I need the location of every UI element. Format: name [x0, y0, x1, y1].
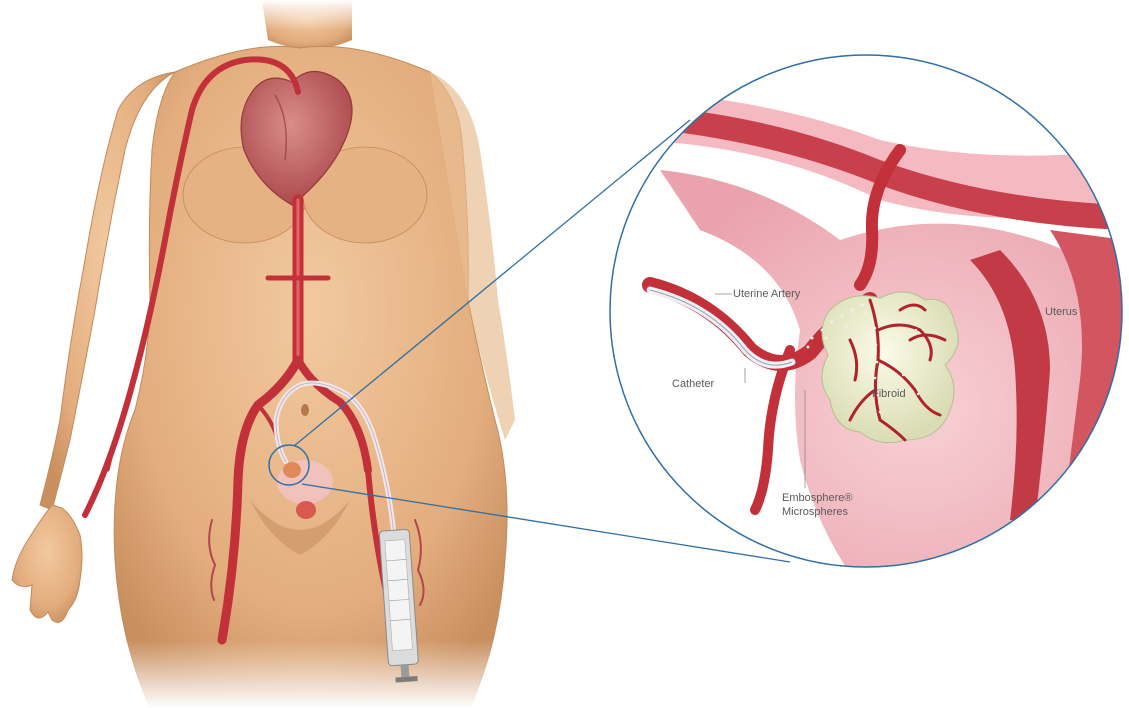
- zoom-detail: Uterine Artery Uterus Catheter Fibroid E…: [610, 55, 1125, 600]
- left-hand: [12, 505, 82, 622]
- label-uterine-artery: Uterine Artery: [733, 288, 801, 300]
- label-embosphere: Embosphere®: [782, 492, 852, 504]
- label-fibroid: Fibroid: [872, 388, 906, 400]
- label-microspheres: Microspheres: [782, 506, 849, 518]
- label-catheter: Catheter: [672, 378, 715, 390]
- label-uterus: Uterus: [1045, 306, 1078, 318]
